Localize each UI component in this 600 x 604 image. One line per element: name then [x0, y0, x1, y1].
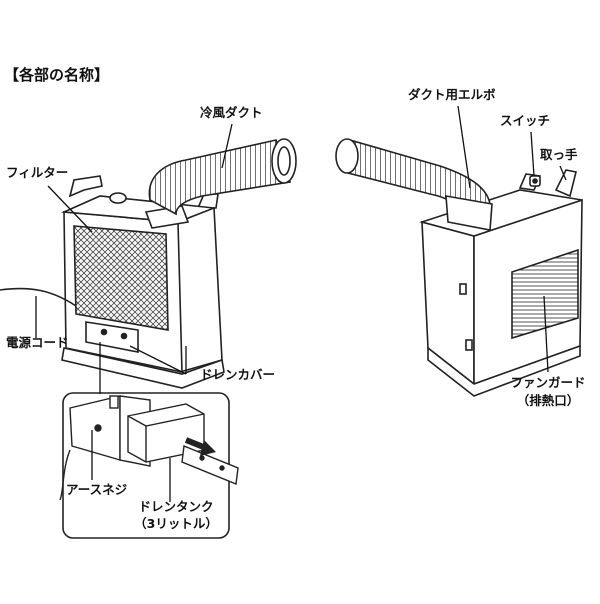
label-drain-cover: ドレンカバー	[200, 368, 275, 382]
back-handle	[556, 170, 576, 196]
page-title: 【各部の名称】	[4, 64, 109, 85]
duct-elbow-hose	[336, 139, 492, 230]
label-drain-tank-capacity: （3リットル）	[128, 517, 224, 531]
front-handle	[70, 176, 102, 196]
label-power-cord: 電源コード	[6, 336, 69, 350]
label-duct-elbow: ダクト用エルボ	[408, 88, 496, 102]
label-fan-guard: ファンガード	[500, 376, 596, 390]
front-unit	[62, 176, 224, 388]
label-filter: フィルター	[6, 166, 68, 180]
label-drain-tank: ドレンタンク	[134, 500, 218, 514]
label-handle: 取っ手	[540, 148, 578, 162]
label-switch: スイッチ	[500, 114, 550, 128]
cold-duct-hose	[149, 139, 296, 214]
label-cold-duct: 冷風ダクト	[200, 106, 263, 120]
label-exhaust-port: （排熱口）	[508, 394, 588, 408]
filter-grille	[74, 226, 168, 330]
label-earth-screw: アースネジ	[66, 483, 127, 497]
